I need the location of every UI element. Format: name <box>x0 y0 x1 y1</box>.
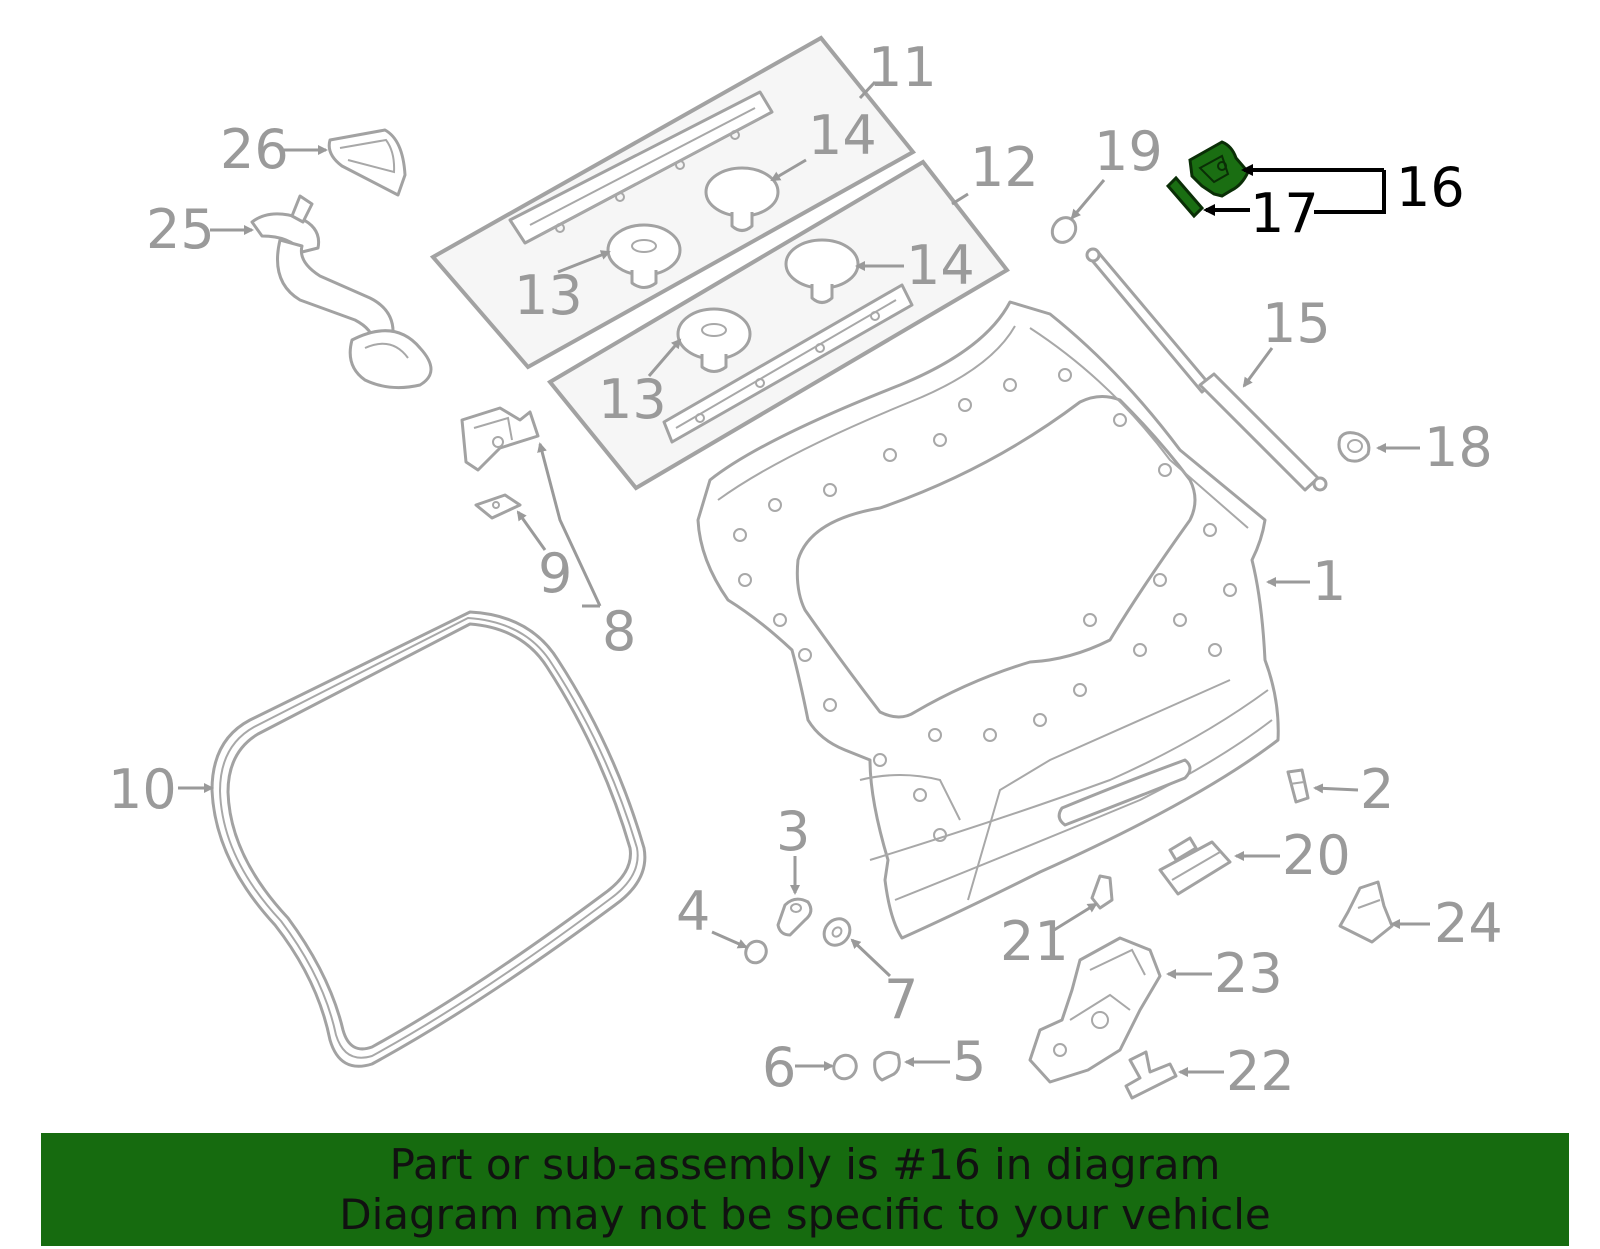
callout-7: 7 <box>884 968 918 1031</box>
leader-lines <box>178 80 1430 1077</box>
leader-16-bracket <box>1314 170 1386 214</box>
leader-13a <box>557 250 611 274</box>
part-21-clip <box>1090 874 1114 910</box>
callout-5: 5 <box>952 1030 986 1093</box>
part-3-bumper <box>776 897 813 937</box>
leader-14a <box>770 158 807 182</box>
leader-12 <box>951 192 969 206</box>
callout-4: 4 <box>676 880 710 943</box>
part-19-washer <box>1050 216 1078 244</box>
part-25-hose <box>250 194 433 390</box>
callout-12: 12 <box>970 136 1039 199</box>
callout-18: 18 <box>1424 416 1493 479</box>
part-22-striker <box>1124 1050 1178 1100</box>
part-16-bracket-highlighted[interactable] <box>1188 140 1250 198</box>
part-17-pin <box>1165 175 1205 219</box>
callout-11: 11 <box>868 36 937 99</box>
info-banner: Part or sub-assembly is #16 in diagram D… <box>41 1133 1569 1246</box>
leader-2 <box>1313 783 1359 794</box>
banner-line-2: Diagram may not be specific to your vehi… <box>339 1190 1271 1239</box>
callout-17: 17 <box>1250 182 1319 245</box>
callout-21: 21 <box>1000 910 1069 973</box>
part-7-washer <box>822 917 852 947</box>
callout-19: 19 <box>1094 120 1163 183</box>
part-8-hinge <box>460 406 540 472</box>
leader-8 <box>537 442 602 607</box>
part-1-liftgate <box>696 300 1280 940</box>
callout-20: 20 <box>1282 824 1351 887</box>
callout-13b: 13 <box>598 368 667 431</box>
callout-8: 8 <box>602 600 636 663</box>
callout-23: 23 <box>1214 942 1283 1005</box>
part-24-sensor <box>1338 880 1394 944</box>
part-6-grommet <box>832 1053 858 1081</box>
part-15-strut <box>1085 247 1328 492</box>
callout-9: 9 <box>538 542 572 605</box>
callout-3: 3 <box>776 800 810 863</box>
part-5-bumper <box>873 1050 901 1082</box>
callout-16: 16 <box>1396 156 1465 219</box>
banner-line-1: Part or sub-assembly is #16 in diagram <box>389 1140 1221 1189</box>
leader-21 <box>1053 902 1098 932</box>
part-10-weatherstrip <box>210 610 647 1068</box>
callout-14b: 14 <box>906 234 975 297</box>
callout-13a: 13 <box>514 264 583 327</box>
part-18-nut <box>1337 431 1371 463</box>
callout-2: 2 <box>1360 758 1394 821</box>
leader-11 <box>858 80 877 100</box>
callout-labels: 1 2 3 4 5 6 7 8 9 10 11 12 13 13 14 14 1… <box>108 36 1503 1103</box>
callout-22: 22 <box>1226 1040 1295 1103</box>
part-9-bracket <box>474 493 522 520</box>
leader-15 <box>1242 347 1274 388</box>
callout-15: 15 <box>1262 292 1331 355</box>
callout-14a: 14 <box>808 104 877 167</box>
callout-25: 25 <box>146 198 215 261</box>
callout-1: 1 <box>1312 550 1346 613</box>
trim-panel-11 <box>429 35 917 370</box>
leader-7 <box>850 938 892 978</box>
leader-19 <box>1070 179 1106 220</box>
trim-panel-12 <box>546 159 1010 491</box>
part-23-latch <box>1028 936 1162 1084</box>
part-2-clip <box>1286 768 1310 804</box>
leader-9 <box>516 510 547 551</box>
part-26-cap <box>327 128 407 197</box>
callout-26: 26 <box>220 118 289 181</box>
part-20-switch <box>1158 836 1232 896</box>
part-4-grommet <box>744 939 768 965</box>
leader-13b <box>647 338 682 377</box>
leader-4 <box>711 930 748 949</box>
callout-24: 24 <box>1434 892 1503 955</box>
callout-6: 6 <box>762 1036 796 1099</box>
callout-10: 10 <box>108 758 177 821</box>
